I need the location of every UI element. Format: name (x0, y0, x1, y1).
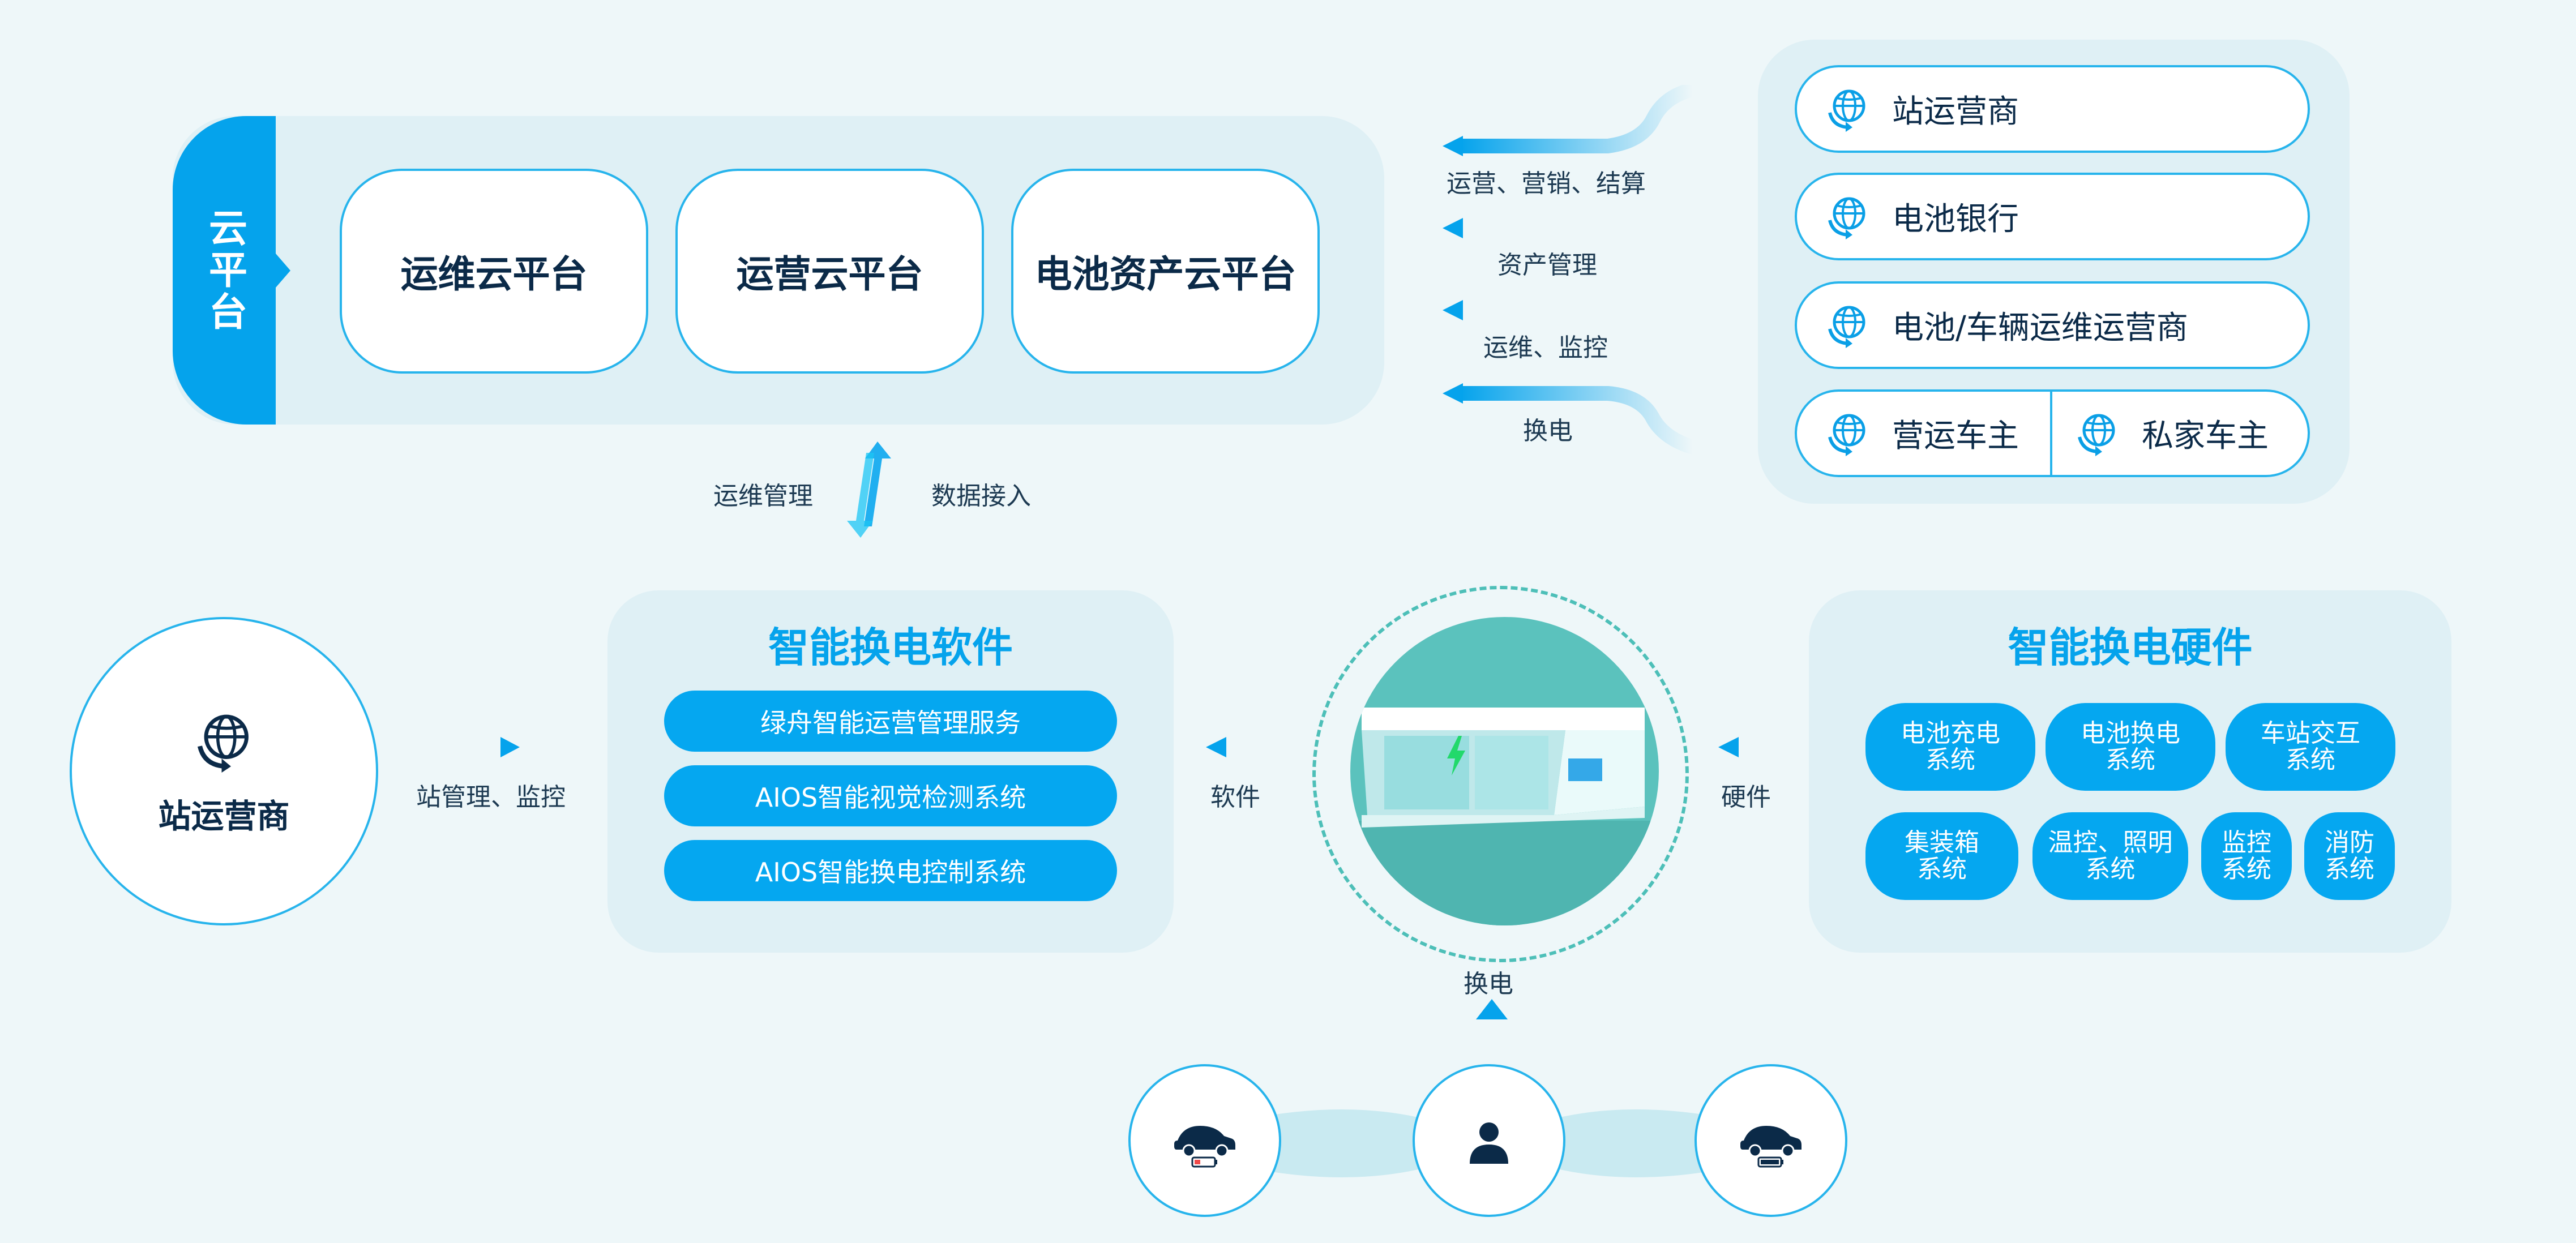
cloud-platform-label: 云平台 (202, 207, 247, 333)
hardware-label: 集装箱 系统 (1905, 828, 1979, 884)
stakeholder-label: 电池银行 (1892, 201, 2019, 238)
globe-refresh-icon (1825, 87, 1871, 132)
stakeholder-battery-bank: 电池银行 (1795, 173, 2310, 260)
stakeholder-label: 私家车主 (2142, 418, 2269, 455)
station-operator-label: 站运营商 (158, 797, 290, 835)
hardware-item: 消防 系统 (2304, 812, 2395, 900)
flow-label-software: 软件 (1210, 783, 1260, 812)
hardware-label: 车站交互 系统 (2261, 719, 2360, 774)
stakeholder-commercial-owner: 营运车主 (1797, 392, 2053, 475)
arrow-left-icon (1718, 737, 1775, 757)
hardware-item: 车站交互 系统 (2226, 703, 2395, 791)
person-icon (1470, 1122, 1508, 1164)
hardware-title: 智能换电硬件 (2008, 624, 2253, 671)
flow-label-maintenance: 运维、监控 (1483, 333, 1608, 362)
station-operator-circle (70, 617, 378, 925)
software-item: AIOS智能视觉检测系统 (664, 765, 1117, 826)
flow-label-swap: 换电 (1523, 417, 1573, 445)
globe-refresh-icon (1825, 411, 1871, 456)
hardware-label: 监控 系统 (2222, 828, 2271, 884)
software-item: 绿舟智能运营管理服务 (664, 691, 1117, 752)
cloud-platform-tab: 云平台 (173, 116, 276, 425)
station-dashed-ring (1312, 586, 1689, 962)
flow-label-swap-bottom: 换电 (1464, 970, 1513, 998)
globe-refresh-icon (1825, 194, 1871, 239)
user-connector-bands (1240, 1109, 1738, 1177)
platform-label: 电池资产云平台 (1034, 252, 1296, 296)
platform-label: 运营云平台 (736, 252, 923, 296)
hardware-label: 消防 系统 (2325, 828, 2374, 884)
stakeholder-station-operator: 站运营商 (1795, 65, 2310, 153)
bidirectional-arrow-icon (847, 442, 891, 538)
flow-label-asset-mgmt: 资产管理 (1497, 251, 1597, 280)
car-battery-icon (1174, 1126, 1235, 1168)
car-battery-icon (1740, 1126, 1802, 1168)
hardware-label: 温控、照明 系统 (2048, 828, 2173, 884)
stakeholder-label: 电池/车辆运维运营商 (1892, 310, 2188, 346)
flow-label-hardware: 硬件 (1721, 783, 1771, 812)
hardware-item: 电池换电 系统 (2046, 703, 2215, 791)
software-title: 智能换电软件 (768, 624, 1013, 671)
flow-arrows (1443, 85, 1693, 455)
globe-refresh-icon (1825, 303, 1871, 348)
stakeholder-label: 营运车主 (1892, 418, 2019, 455)
stakeholder-label: 站运营商 (1892, 93, 2019, 130)
globe-refresh-icon (2075, 411, 2120, 456)
flow-label-settlement: 运营、营销、结算 (1447, 169, 1646, 198)
arrow-right-icon (469, 737, 520, 757)
flow-label-station-mgmt: 站管理、监控 (416, 783, 566, 812)
flow-label-data-access: 数据接入 (931, 482, 1031, 511)
platform-label: 运维云平台 (400, 252, 588, 296)
stakeholder-private-owner: 私家车主 (2052, 392, 2308, 475)
hardware-item: 电池充电 系统 (1865, 703, 2035, 791)
hardware-label: 电池换电 系统 (2081, 719, 2180, 774)
hardware-item: 集装箱 系统 (1865, 812, 2018, 900)
globe-refresh-icon (194, 710, 256, 773)
swap-station-illustration (1350, 708, 1659, 925)
lightning-icon (1447, 736, 1465, 775)
stakeholder-battery-vehicle-ops: 电池/车辆运维运营商 (1795, 281, 2310, 369)
hardware-item: 监控 系统 (2201, 812, 2292, 900)
flow-label-ops-mgmt: 运维管理 (713, 482, 813, 511)
platform-operations: 运营云平台 (675, 169, 984, 374)
station-circle (1350, 617, 1659, 925)
software-item: AIOS智能换电控制系统 (664, 840, 1117, 901)
arrow-left-icon (1206, 737, 1263, 757)
platform-ops-maintenance: 运维云平台 (340, 169, 648, 374)
cloud-tab-pointer (276, 254, 290, 288)
hardware-label: 电池充电 系统 (1901, 719, 2000, 774)
stakeholder-owners: 营运车主 私家车主 (1795, 389, 2310, 477)
platform-battery-asset: 电池资产云平台 (1011, 169, 1320, 374)
hardware-item: 温控、照明 系统 (2032, 812, 2188, 900)
